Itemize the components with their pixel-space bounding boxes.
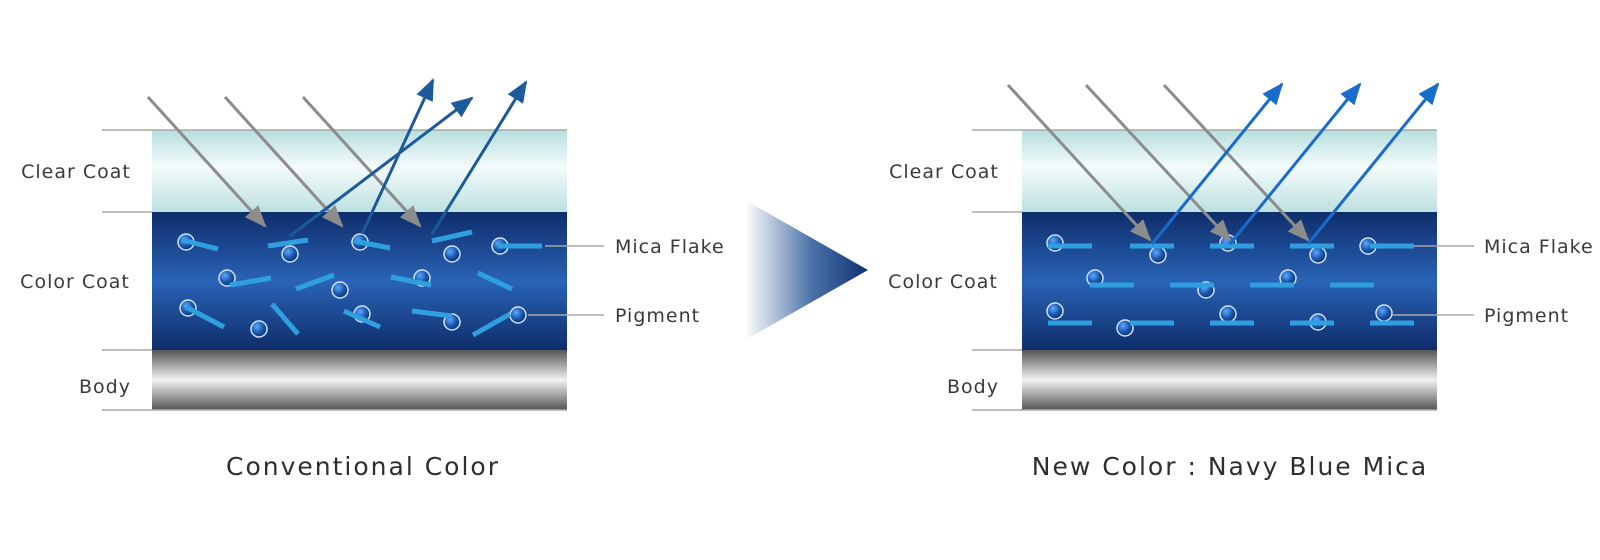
clear-coat-layer [1022,130,1437,212]
mica-flake [390,274,432,288]
pigment-particle [1116,319,1134,337]
pigment-particle [1046,302,1064,320]
mica-flake [270,302,300,336]
reflected-ray [430,80,528,235]
callout-lines [528,245,604,316]
incident-light-rays [146,95,422,228]
label-body: Body [947,376,999,398]
reflected-ray [1150,82,1284,245]
callout-lines [1392,245,1474,316]
incident-ray [1084,83,1232,242]
mica-flake [229,275,272,288]
incident-light-rays [1006,83,1310,242]
incident-ray [146,95,267,228]
reflected-light-rays [289,78,528,238]
callout-mica-flake: Mica Flake [1484,236,1594,258]
pigment-particle [1309,246,1327,264]
callout-pigment: Pigment [1484,305,1569,327]
mica-flakes [181,229,542,338]
label-clear-coat: Clear Coat [21,161,131,183]
pigment-particle [281,245,299,263]
mica-flake [342,308,382,330]
mica-flake [471,311,512,338]
mica-flakes [1048,243,1414,326]
mica-flake [476,270,514,292]
reflected-ray [1306,82,1440,245]
reflected-light-rays [1150,82,1440,245]
reflected-ray [360,78,435,235]
incident-ray [1006,83,1152,242]
caption-conventional: Conventional Color [226,452,500,481]
pigment-particle [1219,305,1237,323]
color-coat-layer [1022,212,1437,350]
label-body: Body [79,376,131,398]
callout-pigment: Pigment [615,305,700,327]
pigment-particle [331,281,349,299]
mica-flake [181,237,219,252]
pigment-particle [218,269,236,287]
label-color-coat: Color Coat [888,271,998,293]
transition-arrow-icon [745,200,868,340]
pigment-particle [1149,246,1167,264]
label-clear-coat: Clear Coat [889,161,999,183]
pigment-particle [1375,304,1393,322]
pigment-particle [509,306,527,324]
incident-ray [1162,83,1310,242]
body-layer [152,350,567,410]
callout-mica-flake: Mica Flake [615,236,725,258]
mica-flake [267,237,309,249]
color-coat-layer [152,212,567,350]
mica-flake [184,304,226,330]
reflected-ray [289,96,474,238]
mica-flake [295,272,335,292]
mica-flake [411,308,453,319]
panel-conventional: Clear Coat Color Coat Body [20,78,725,481]
incident-ray [301,95,422,228]
pigment-particle [1046,234,1064,252]
pigment-particle [443,245,461,263]
panel-navy-blue-mica: Clear Coat Color Coat Body [888,82,1594,481]
body-layer [1022,350,1437,410]
pigment-particle [250,320,268,338]
caption-navy-blue-mica: New Color : Navy Blue Mica [1032,452,1428,481]
clear-coat-layer [152,130,567,212]
label-color-coat: Color Coat [20,271,130,293]
mica-flake [353,238,391,251]
incident-ray [223,95,344,228]
reflected-ray [1228,82,1362,245]
mica-flake [431,229,473,244]
